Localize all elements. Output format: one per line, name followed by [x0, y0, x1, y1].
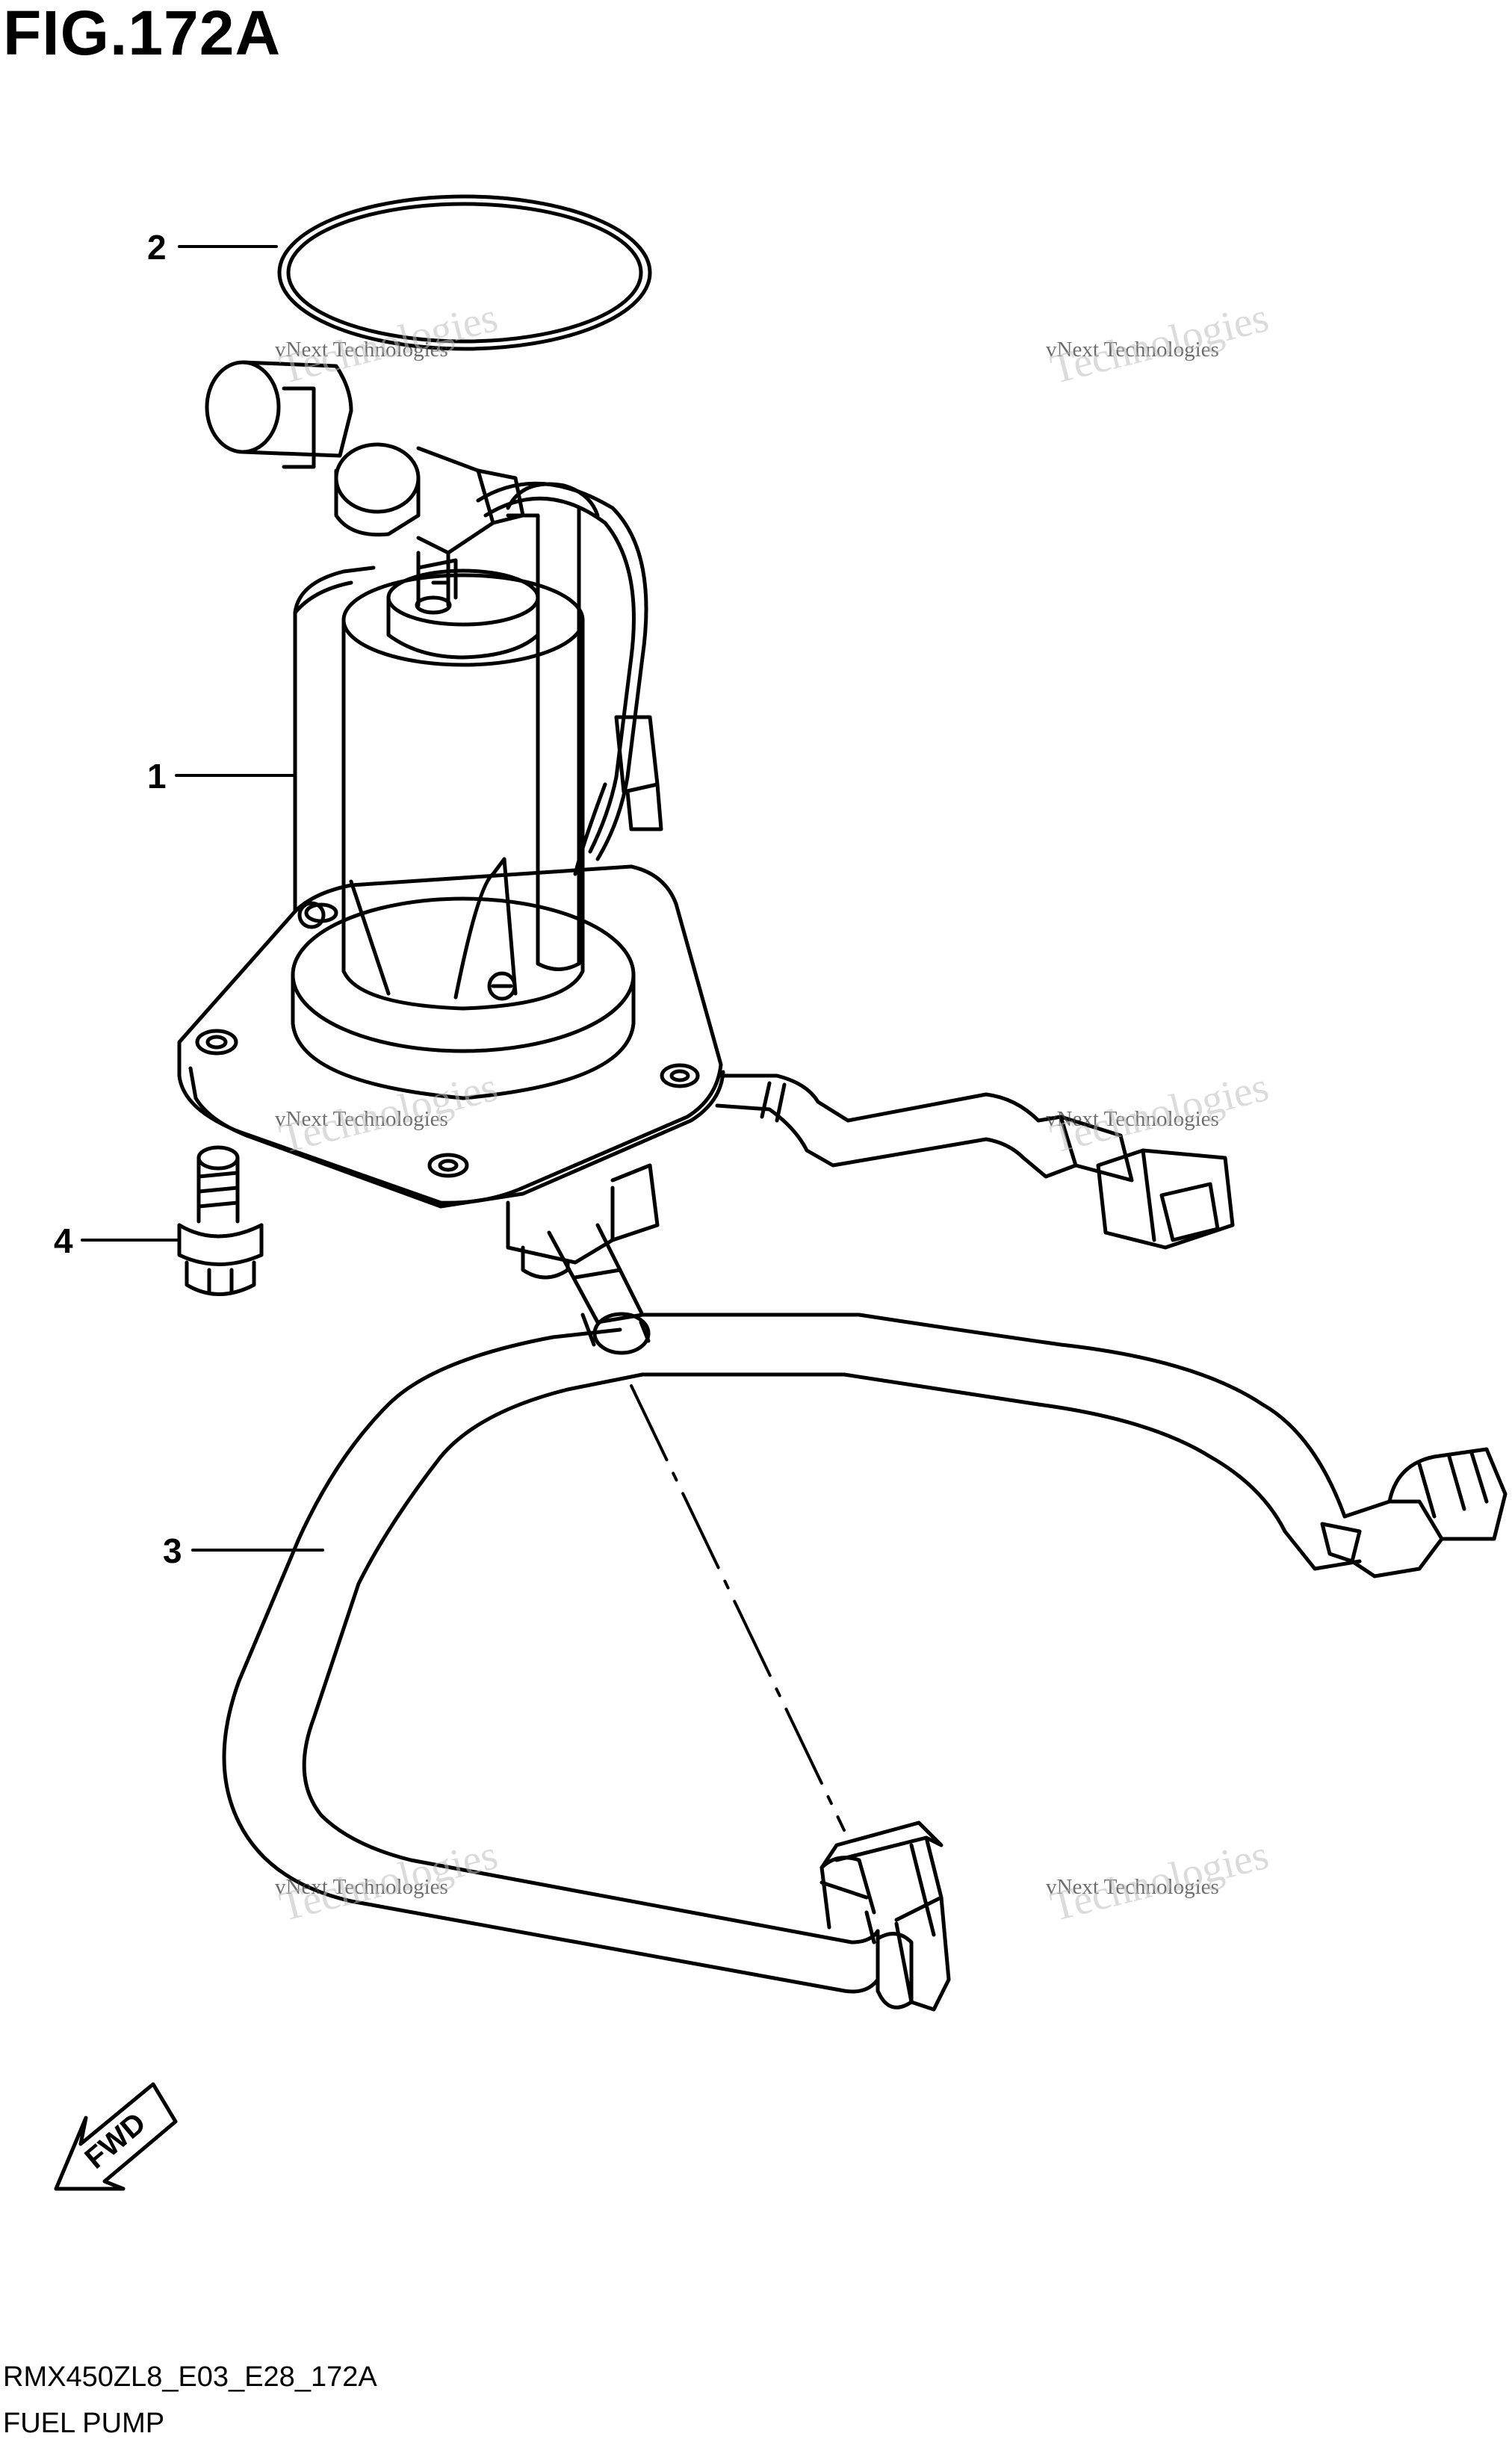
- alignment-centerline: [630, 1384, 846, 1832]
- forward-direction-arrow-icon: [54, 2082, 178, 2191]
- fuel-outlet-fitting: [506, 1163, 660, 1355]
- callout-3: 3: [163, 1531, 182, 1570]
- wire-harness-connector: [715, 1073, 1235, 1250]
- callout-4: 4: [54, 1221, 73, 1260]
- figure-code: RMX450ZL8_E03_E28_172A: [3, 2361, 377, 2393]
- top-connector: [205, 360, 525, 615]
- flange-bolt-part: [177, 1145, 264, 1296]
- fuel-pump-assembly-part: [177, 360, 725, 1209]
- figure-name: FUEL PUMP: [3, 2408, 165, 2439]
- figure-title: FIG.172A: [3, 0, 282, 68]
- callout-1: 1: [147, 757, 167, 796]
- fuel-feed-hose-part: [222, 1313, 1508, 2012]
- callout-2: 2: [147, 228, 167, 267]
- o-ring-gasket-part: [277, 194, 652, 351]
